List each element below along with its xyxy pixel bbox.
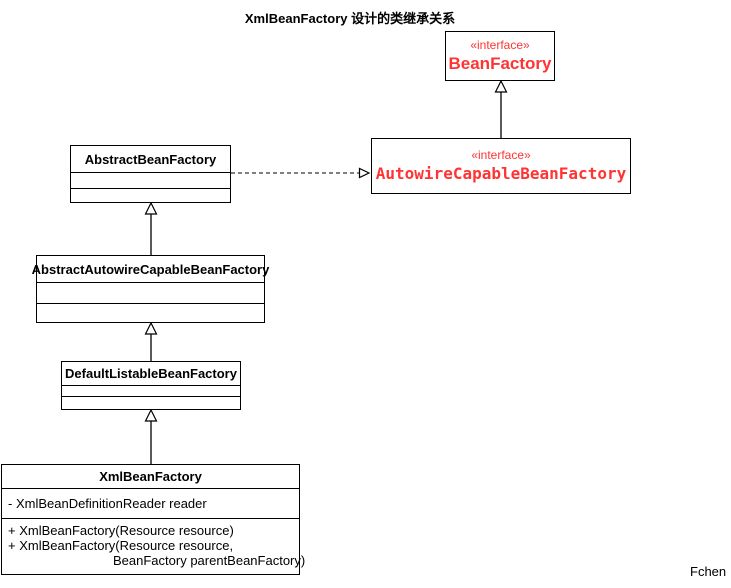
method-constructor-2-line-2: BeanFactory parentBeanFactory): [113, 553, 306, 568]
implements-arrow-abstractbeanfactory-to-autowirecapable: [231, 167, 371, 179]
stereotype-label: «interface»: [470, 38, 530, 52]
interface-node-beanfactory: «interface» BeanFactory: [445, 31, 555, 81]
methods-compartment: [37, 303, 264, 322]
methods-compartment: [62, 396, 240, 409]
class-name-abstractbeanfactory: AbstractBeanFactory: [84, 151, 217, 167]
class-name-abstractautowirecapablebeanfactory: AbstractAutowireCapableBeanFactory: [31, 261, 270, 277]
class-node-defaultlistablebeanfactory: DefaultListableBeanFactory: [61, 361, 241, 410]
fields-compartment: [37, 282, 264, 303]
extends-arrow-xmlbeanfactory-to-defaultlistable: [144, 408, 158, 464]
class-name-defaultlistablebeanfactory: DefaultListableBeanFactory: [65, 366, 237, 381]
interface-node-autowirecapablebeanfactory: «interface» AutowireCapableBeanFactory: [371, 138, 631, 194]
author-signature: Fchen: [690, 564, 727, 579]
extends-arrow-defaultlistable-to-abstractautowire: [144, 321, 158, 361]
methods-compartment: [71, 188, 230, 202]
extends-arrow-abstractautowire-to-abstractbeanfactory: [144, 201, 158, 255]
methods-compartment: + XmlBeanFactory(Resource resource) + Xm…: [2, 518, 306, 574]
extends-arrow-autowirecapable-to-beanfactory: [494, 79, 508, 138]
stereotype-label: «interface»: [471, 147, 531, 162]
class-node-xmlbeanfactory: XmlBeanFactory - XmlBeanDefinitionReader…: [1, 464, 306, 575]
fields-compartment: [71, 172, 230, 188]
method-constructor-1: + XmlBeanFactory(Resource resource): [8, 523, 234, 538]
diagram-title: XmlBeanFactory 设计的类继承关系: [244, 11, 456, 26]
interface-name-autowirecapablebeanfactory: AutowireCapableBeanFactory: [375, 163, 627, 183]
fields-compartment: - XmlBeanDefinitionReader reader: [2, 488, 299, 518]
fields-compartment: [62, 385, 240, 396]
class-node-abstractautowirecapablebeanfactory: AbstractAutowireCapableBeanFactory: [31, 255, 270, 323]
interface-name-beanfactory: BeanFactory: [448, 54, 552, 73]
field-xmlbeandefinitionreader: - XmlBeanDefinitionReader reader: [8, 496, 207, 511]
method-constructor-2-line-1: + XmlBeanFactory(Resource resource,: [8, 538, 234, 553]
class-name-xmlbeanfactory: XmlBeanFactory: [99, 469, 202, 484]
class-node-abstractbeanfactory: AbstractBeanFactory: [70, 145, 231, 203]
